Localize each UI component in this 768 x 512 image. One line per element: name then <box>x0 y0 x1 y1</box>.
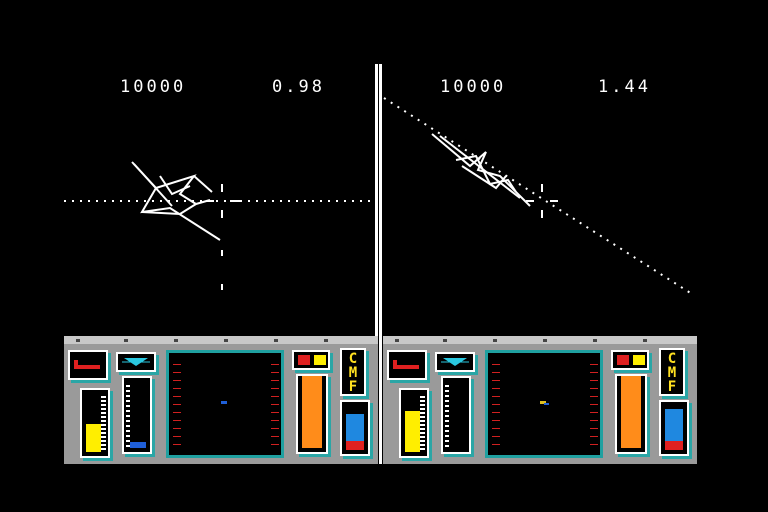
attitude-icon <box>122 358 150 366</box>
left-score: 10000 <box>120 77 187 97</box>
panel-top-rail <box>383 336 697 344</box>
status-light-yellow <box>314 355 326 365</box>
attitude-indicator <box>116 352 156 372</box>
status-light-red <box>617 355 629 365</box>
right-horizon-line <box>383 97 693 295</box>
fuel-gauge <box>80 388 110 458</box>
status-light-yellow <box>633 355 645 365</box>
rivet <box>124 339 128 342</box>
radar-screen <box>485 350 603 458</box>
right-enemy-jet <box>431 133 531 207</box>
fuel-gauge-fill <box>86 424 104 452</box>
shield-gauge <box>340 400 370 456</box>
attitude-icon <box>441 358 469 366</box>
speed-gauge-fill <box>621 375 641 448</box>
left-crosshair <box>206 184 240 290</box>
left-enemy-jet <box>131 161 221 241</box>
attitude-indicator <box>435 352 475 372</box>
rivet <box>324 339 328 342</box>
cmf-letter-m: M <box>348 365 358 381</box>
rivet <box>224 339 228 342</box>
cmf-indicator: C M F <box>340 348 366 396</box>
radar-scale-right <box>590 357 598 451</box>
fuel-gauge <box>399 388 429 458</box>
left-cockpit-panel: C M F <box>64 336 378 464</box>
right-crosshair <box>526 184 558 218</box>
radar-scale-left <box>173 357 181 451</box>
shield-gauge-fill <box>665 409 683 450</box>
missile-icon <box>74 360 100 369</box>
shield-gauge-fill <box>346 413 364 450</box>
rivet <box>395 339 399 342</box>
left-readout: 0.98 <box>272 77 325 97</box>
status-light-red <box>298 355 310 365</box>
rivet <box>643 339 647 342</box>
weapon-indicator <box>387 350 427 380</box>
radar-scale-right <box>271 357 279 451</box>
thrust-gauge <box>122 376 152 454</box>
panel-top-rail <box>64 336 378 344</box>
flight-views <box>64 97 693 295</box>
missile-icon <box>393 360 419 369</box>
cmf-letter-c: C <box>348 351 358 367</box>
thrust-gauge-fill <box>128 442 146 448</box>
rivet <box>493 339 497 342</box>
rivet <box>76 339 80 342</box>
rivet <box>274 339 278 342</box>
speed-gauge <box>296 374 328 454</box>
shield-gauge <box>659 400 689 456</box>
radar-blip <box>544 403 549 405</box>
rivet <box>593 339 597 342</box>
right-cockpit-panel: C M F <box>383 336 697 464</box>
rivet <box>543 339 547 342</box>
speed-gauge-fill <box>302 375 322 448</box>
cmf-letter-c: C <box>667 351 677 367</box>
radar-blip <box>540 401 546 404</box>
radar-scale-left <box>492 357 500 451</box>
weapon-indicator <box>68 350 108 380</box>
cmf-letter-f: F <box>667 379 677 395</box>
cmf-letter-f: F <box>348 379 358 395</box>
cmf-indicator: C M F <box>659 348 685 396</box>
cmf-letter-m: M <box>667 365 677 381</box>
screen-divider <box>375 64 382 464</box>
rivet <box>174 339 178 342</box>
thrust-gauge <box>441 376 471 454</box>
status-lights <box>611 350 649 370</box>
right-readout: 1.44 <box>598 77 651 97</box>
right-score: 10000 <box>440 77 507 97</box>
radar-blip <box>221 401 227 404</box>
radar-screen <box>166 350 284 458</box>
status-lights <box>292 350 330 370</box>
fuel-gauge-fill <box>405 411 423 452</box>
speed-gauge <box>615 374 647 454</box>
rivet <box>443 339 447 342</box>
